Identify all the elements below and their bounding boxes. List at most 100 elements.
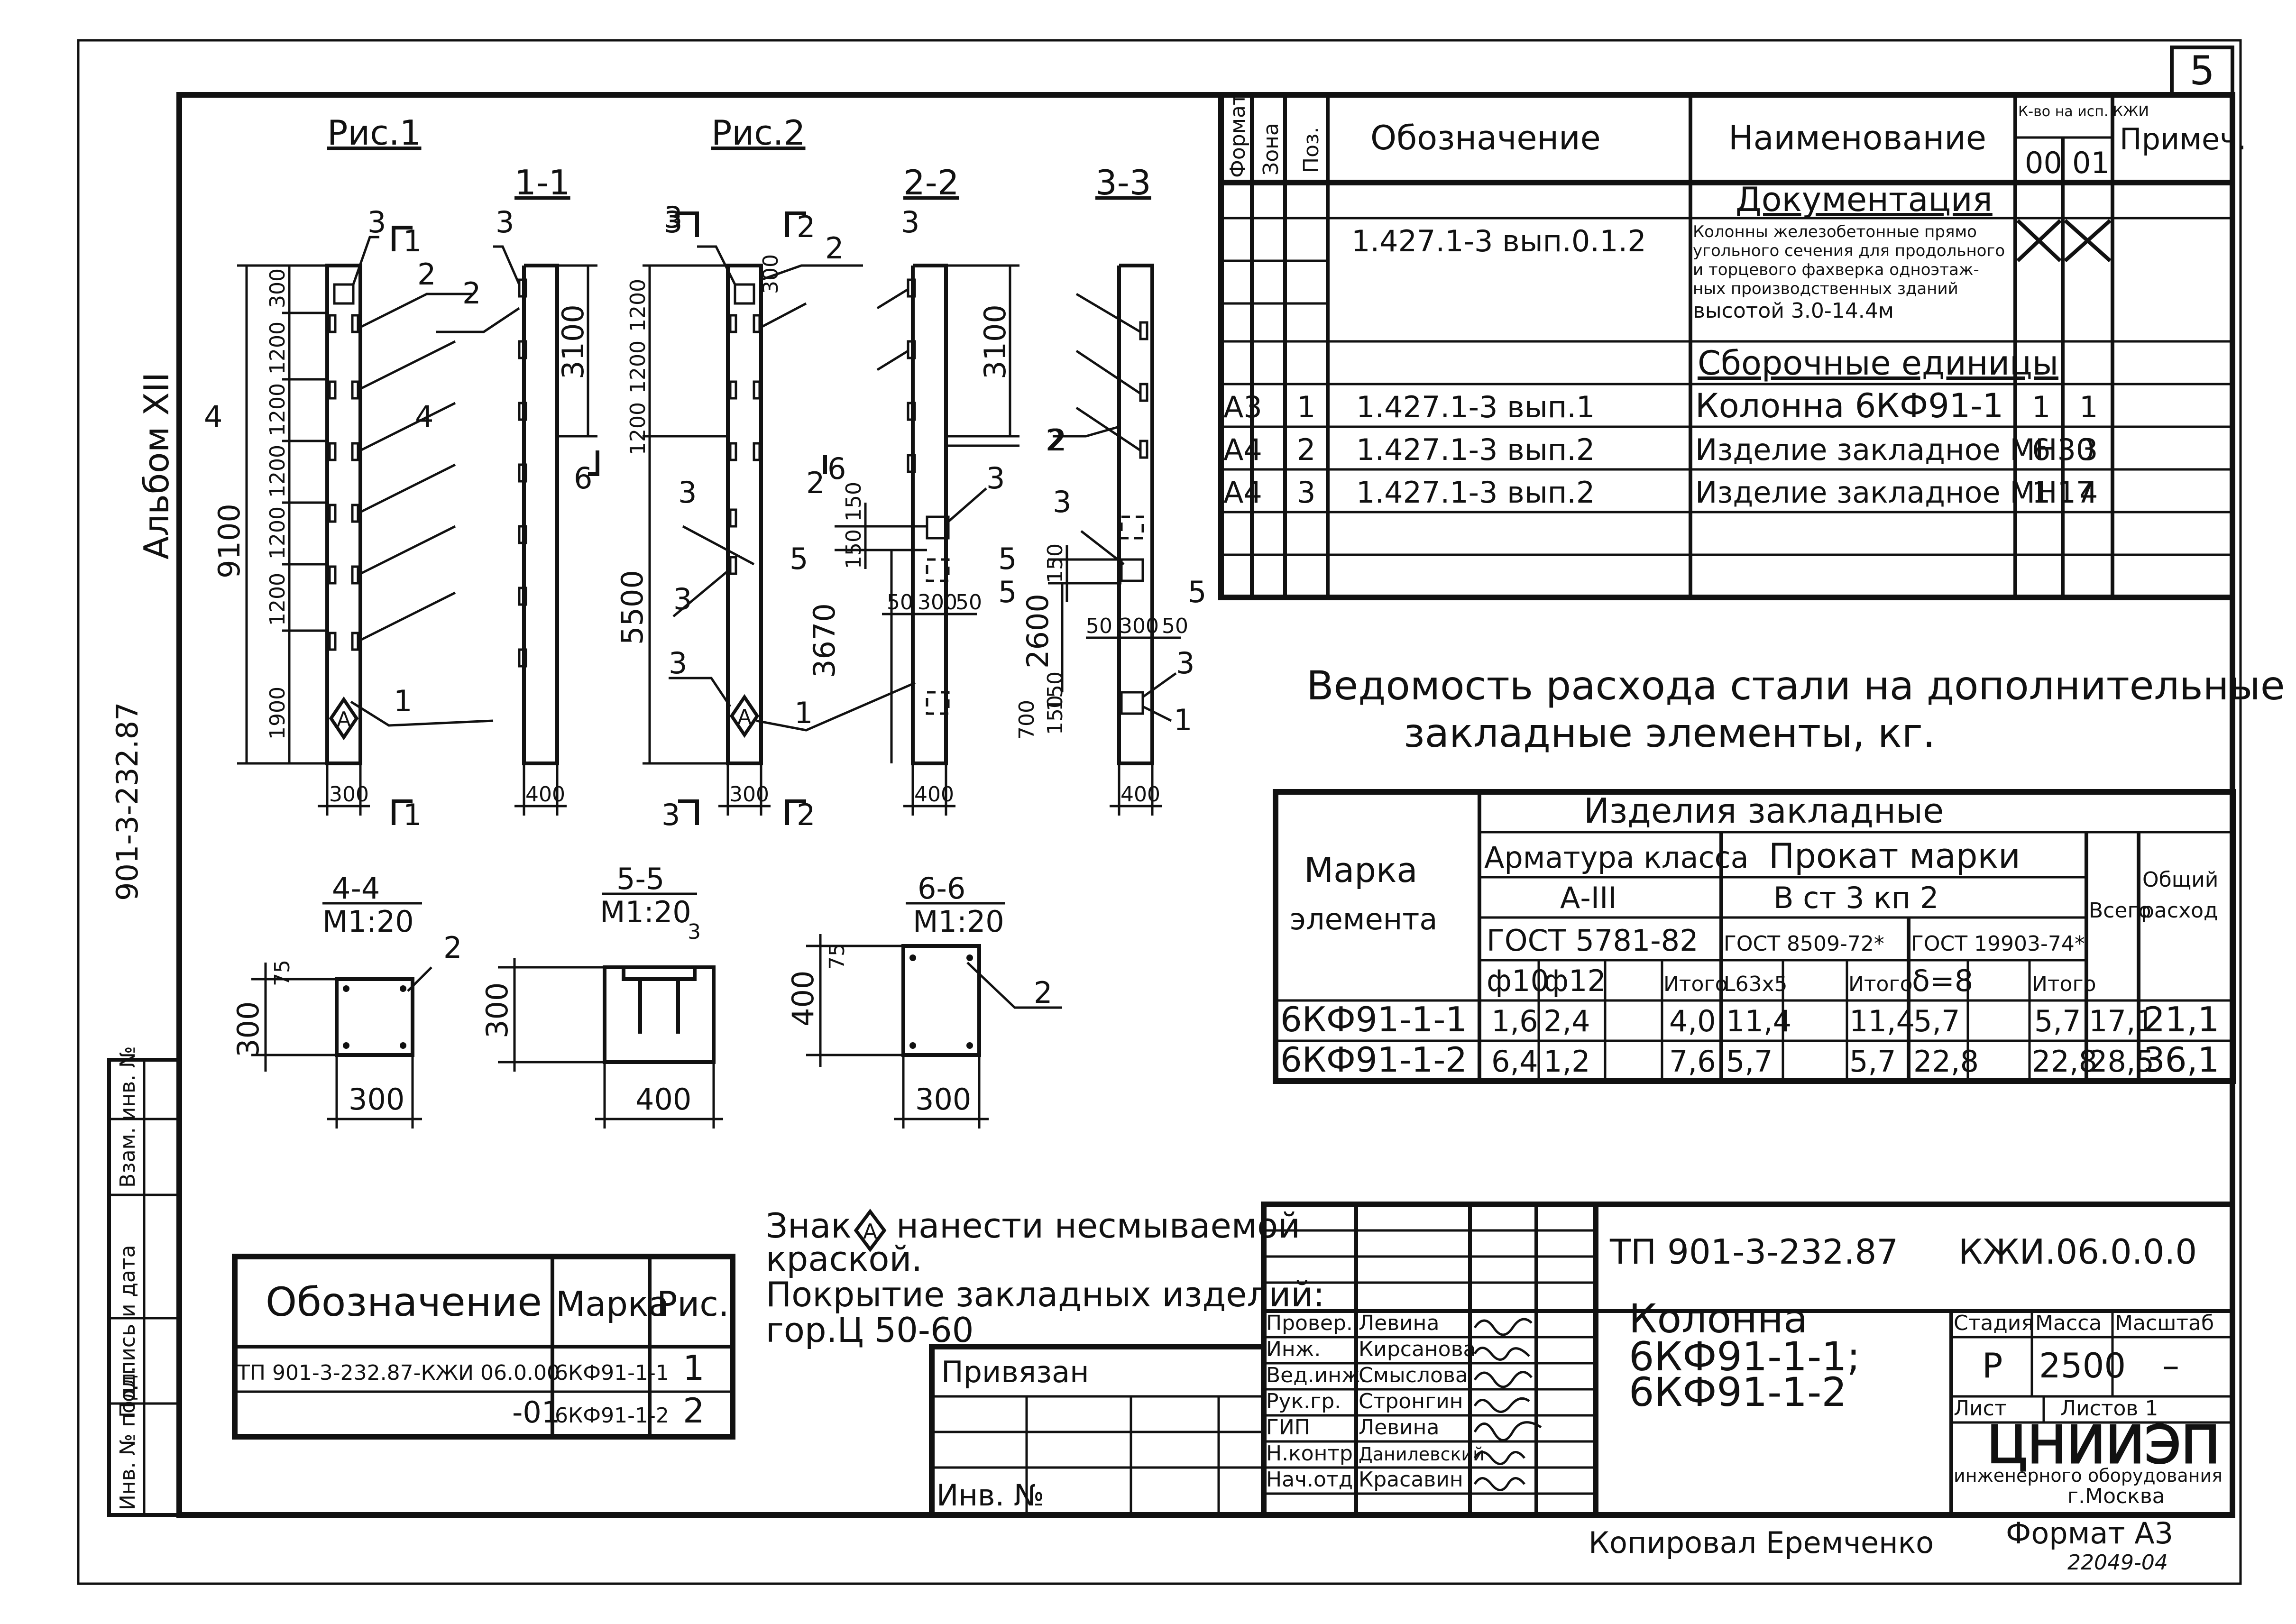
dim-3100-sec11: 3100 — [556, 304, 590, 379]
series-number: 901-3-232.87 — [110, 702, 145, 901]
dim-300-fig2-bottom: 300 — [729, 782, 769, 807]
spec-col-qty-01: 01 — [2072, 146, 2110, 180]
tb-name-2: Кирсанова — [1359, 1337, 1476, 1361]
note-line4: гор.Ц 50-60 — [766, 1310, 974, 1350]
callout-3-fig1: 3 — [367, 205, 386, 239]
steel-h-gost-8509: ГОСТ 8509-72* — [1724, 932, 1884, 956]
steel-row2-ptot: 22,8 — [2032, 1044, 2097, 1079]
callout-1-sec33: 1 — [1174, 703, 1192, 737]
reference-table: Обозначение Марка Рис. ТП 901-3-232.87-К… — [232, 1254, 735, 1440]
section-mark-4-left: 4 — [204, 399, 222, 434]
tb-mass: 2500 — [2039, 1346, 2126, 1385]
callout-3-sec33-a: 3 — [1053, 485, 1071, 519]
tb-code: КЖИ.06.0.0.0 — [1958, 1232, 2197, 1272]
specification-table: Формат Зона Поз. Обозначение Наименовани… — [1218, 92, 2247, 600]
callout-2-sec22: 2 — [1048, 423, 1066, 458]
section-4-4-title: 4-4 — [332, 871, 380, 906]
ref-row2-designation: -01 — [512, 1395, 560, 1430]
note-line3: Покрытие закладных изделий: — [766, 1275, 1324, 1314]
steel-row1-d12: 2,4 — [1543, 1004, 1590, 1038]
steel-h-plate: δ=8 — [1912, 963, 1973, 998]
side-stamp-podpis: Подпись и дата — [116, 1245, 140, 1418]
dim-400-sec22: 400 — [914, 782, 954, 807]
sheet-format: Формат А3 — [2006, 1516, 2173, 1551]
section-1-1: 1-1 3100 2 3 400 6 — [436, 163, 599, 816]
page-number: 5 — [2189, 47, 2214, 94]
figure-1-title: Рис.1 — [327, 113, 422, 153]
steel-h-angle: L63х5 — [1724, 972, 1788, 996]
spec-doc-name-1: Колонны железобетонные прямо — [1693, 222, 1977, 241]
tb-h-mass: Масса — [2035, 1311, 2102, 1335]
callout-3-sec33-b: 3 — [1176, 646, 1194, 680]
steel-row1-mark: 6КФ91-1-1 — [1280, 1000, 1467, 1039]
notes: Знак А нанести несмываемой краской. Покр… — [766, 1206, 1324, 1350]
steel-h-total: Всего — [2089, 899, 2151, 923]
column-2-elevation — [726, 264, 763, 765]
section-3-3-title: 3-3 — [1095, 163, 1151, 202]
tb-object-3: 6КФ91-1-2 — [1629, 1369, 1847, 1415]
section-4-4: 4-4 М1:20 2 300 75 300 — [231, 871, 462, 1129]
spec-row1-pos: 1 — [1297, 390, 1315, 424]
tb-h-scale: Масштаб — [2115, 1311, 2214, 1335]
dim-1200-e: 1200 — [266, 573, 290, 626]
steel-row1-rtot: 4,0 — [1669, 1004, 1716, 1038]
spec-row1-name: Колонна 6КФ91-1 — [1695, 386, 2003, 425]
corner-number: 22049-04 — [2067, 1551, 2168, 1575]
dim-50-sec22-a: 50 — [887, 590, 913, 615]
spec-row1-q01: 1 — [2079, 390, 2098, 424]
dim-300-fig1-bottom: 300 — [329, 782, 369, 807]
callout-3-sec22: 3 — [901, 205, 919, 239]
binding-privyazan: Привязан — [941, 1355, 1089, 1389]
callout-3-fig2-low: 3 — [673, 582, 692, 616]
spec-row2-pos: 2 — [1297, 432, 1315, 467]
binding-block: Привязан Инв. № — [929, 1344, 1267, 1518]
steel-row2-overall: 36,1 — [2143, 1040, 2219, 1080]
dim-1200-d: 1200 — [266, 506, 290, 560]
tb-role-2: Инж. — [1266, 1337, 1321, 1361]
steel-h-items: Изделия закладные — [1584, 791, 1944, 831]
side-stamp: Инв. № подл. Подпись и дата Взам. инв. № — [107, 1046, 181, 1517]
spec-row2-designation: 1.427.1-3 вып.2 — [1356, 432, 1595, 467]
section-mark-2-bottom: 2 — [797, 798, 815, 832]
spec-col-zone: Зона — [1259, 123, 1283, 175]
spec-doc-designation: 1.427.1-3 вып.0.1.2 — [1351, 224, 1646, 258]
section-mark-5-sec22-left: 5 — [790, 541, 808, 576]
ref-row1-mark: 6КФ91-1-1 — [555, 1361, 669, 1385]
section-5-5: 5-5 М1:20 3 300 400 — [480, 862, 723, 1129]
section-mark-2-top: 2 — [797, 210, 815, 244]
steel-row2-d10: 6,4 — [1491, 1044, 1538, 1079]
column-1-elevation — [325, 264, 362, 765]
tb-object-1: Колонна — [1629, 1295, 1808, 1342]
steel-h-rolled-grade: В ст 3 кп 2 — [1773, 881, 1938, 915]
callout-3-sec55: 3 — [688, 920, 701, 944]
spec-row2-name: Изделие закладное МН30 — [1695, 432, 2094, 467]
tb-name-7: Красавин — [1359, 1468, 1463, 1492]
tb-role-3: Вед.инж. — [1266, 1363, 1367, 1387]
steel-row1-overall: 21,1 — [2143, 1000, 2219, 1039]
ref-row1-fig: 1 — [683, 1348, 705, 1388]
tb-name-5: Левина — [1359, 1415, 1439, 1440]
album-label: Альбом XII — [137, 372, 176, 560]
spec-col-format: Формат — [1226, 93, 1250, 178]
section-2-2-title: 2-2 — [903, 163, 959, 202]
steel-h-itogo-2: Итого — [1848, 972, 1913, 996]
steel-h-overall-2: расход — [2141, 899, 2218, 923]
binding-inv-no: Инв. № — [937, 1478, 1044, 1513]
callout-1-fig1: 1 — [394, 684, 412, 718]
steel-h-d10: ф10 — [1487, 963, 1549, 998]
spec-row2-format: А4 — [1223, 432, 1262, 467]
dim-150-sec33-b: 150 — [1043, 671, 1067, 711]
spec-col-designation: Обозначение — [1370, 119, 1601, 157]
section-1-1-title: 1-1 — [514, 163, 570, 202]
steel-row2-atot: 5,7 — [1849, 1044, 1896, 1079]
steel-row1-angle: 11,4 — [1726, 1004, 1791, 1038]
ref-row2-mark: 6КФ91-1-2 — [555, 1404, 669, 1428]
steel-title-1: Ведомость расхода стали на дополнительны… — [1306, 662, 2285, 709]
dim-400-sec66-v: 400 — [786, 971, 820, 1027]
section-mark-3-bottom: 3 — [661, 798, 680, 832]
steel-h-mark-1: Марка — [1304, 850, 1418, 890]
section-mark-3-top: 3 — [664, 200, 682, 235]
spec-col-qty-00: 00 — [2025, 146, 2062, 180]
spec-row1-designation: 1.427.1-3 вып.1 — [1356, 390, 1595, 424]
